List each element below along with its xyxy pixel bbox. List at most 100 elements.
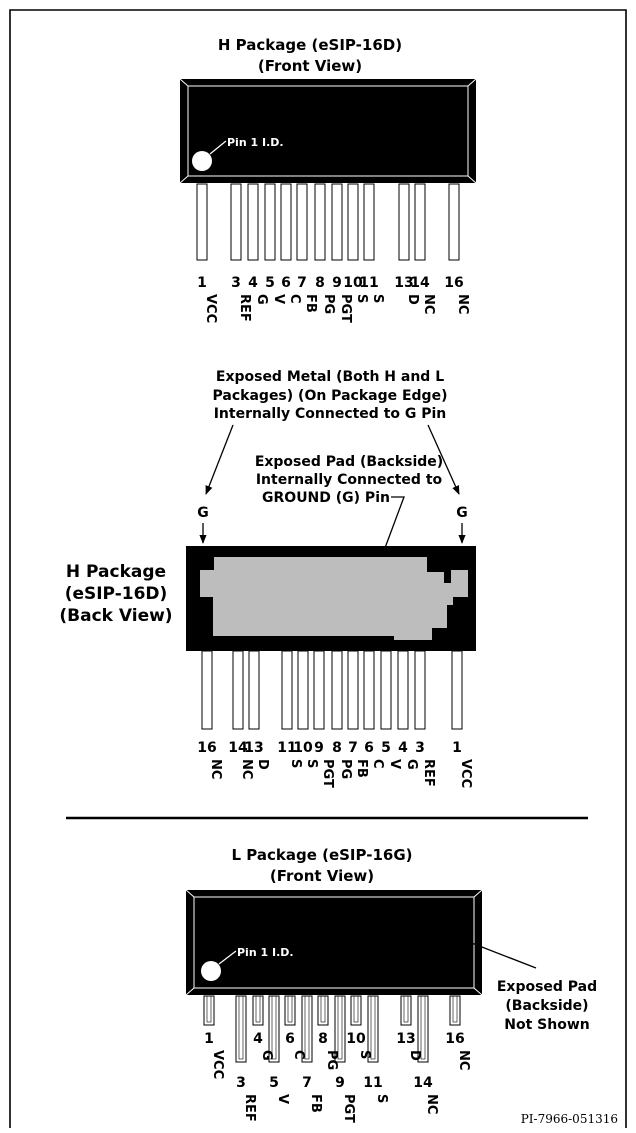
lead-inner-line (255, 995, 261, 1023)
pin-name-pg: PG (338, 759, 353, 779)
pin-number: 10 (293, 740, 313, 756)
lead-inner-line (320, 995, 326, 1023)
pin-name-nc: NC (456, 1050, 471, 1070)
pin-name-pgt: PGT (338, 294, 353, 323)
pin-number: 7 (348, 740, 358, 756)
pin-number: 3 (236, 1075, 246, 1091)
l-package-front: L Package (eSIP-16G) (Front View) Pin 1 … (185, 846, 597, 1123)
g-label-left: G (197, 505, 209, 521)
exposed-pad (200, 557, 468, 640)
pin-number: 3 (231, 275, 241, 291)
l-front-bevel-corners (185, 889, 483, 996)
exposed-metal-note-line3: Internally Connected to G Pin (214, 406, 447, 422)
pin-number: 5 (381, 740, 391, 756)
exposed-metal-note-line2: Packages) (On Package Edge) (213, 388, 448, 404)
pin-number: 4 (248, 275, 258, 291)
lead-pin-13 (248, 650, 260, 730)
pin-name-v: V (275, 1094, 290, 1104)
pin-name-vcc: VCC (203, 294, 218, 323)
pin-name-v: V (271, 294, 286, 304)
pin-number: 1 (452, 740, 462, 756)
h-front-package-bevel (187, 85, 469, 177)
lead-pin-13 (400, 995, 412, 1026)
lead-inner-line (238, 995, 244, 1060)
pin-number: 13 (396, 1031, 415, 1047)
lead-pin-11 (363, 183, 375, 261)
pin-number: 14 (228, 740, 248, 756)
lead-pin-14 (414, 183, 426, 261)
pin-number: 10 (343, 275, 363, 291)
pin-name-s: S (288, 759, 303, 768)
lead-pin-9 (331, 183, 343, 261)
pin-number: 1 (197, 275, 207, 291)
lead-inner-line (370, 995, 376, 1060)
lead-inner-line (420, 995, 426, 1060)
lead-pin-16 (448, 183, 460, 261)
pin-number: 10 (346, 1031, 366, 1047)
h-back-side-title-line2: (eSIP-16D) (65, 584, 168, 604)
lead-pin-11 (281, 650, 293, 730)
metal-arrow-left (205, 424, 234, 495)
pin-number: 11 (359, 275, 378, 291)
lead-pin-7 (347, 650, 359, 730)
lead-pin-1 (203, 995, 215, 1026)
l-front-pin1-leader (218, 950, 237, 965)
pin-number: 5 (265, 275, 275, 291)
pin-number: 13 (394, 275, 413, 291)
lead-pin-16 (201, 650, 213, 730)
l-front-package-bevel (193, 896, 475, 989)
pin-number: 11 (363, 1075, 382, 1091)
h-front-pin1-label: Pin 1 I.D. (227, 136, 284, 149)
pin-number: 16 (197, 740, 216, 756)
pin-number: 4 (253, 1031, 263, 1047)
pin-number: 7 (302, 1075, 312, 1091)
lead-pin-4 (247, 183, 259, 261)
pin-name-g: G (259, 1050, 274, 1061)
metal-arrow-right (427, 424, 460, 495)
lead-pin-16 (449, 995, 461, 1026)
pin-name-pg: PG (324, 1050, 339, 1070)
l-front-title: L Package (eSIP-16G) (231, 846, 412, 864)
pin-number: 9 (314, 740, 324, 756)
pin-name-ref: REF (421, 759, 436, 787)
lead-pin-9 (313, 650, 325, 730)
l-front-leads (203, 995, 461, 1063)
l-pad-arrow (450, 934, 537, 969)
h-back-leads (201, 650, 463, 730)
pin-name-d: D (405, 294, 420, 305)
lead-inner-line (304, 995, 310, 1060)
l-front-subtitle: (Front View) (270, 867, 374, 885)
lead-pin-6 (284, 995, 296, 1026)
pin-name-pgt: PGT (341, 1094, 356, 1123)
lead-pin-14 (232, 650, 244, 730)
pin-name-fb: FB (354, 759, 369, 778)
pin-number: 6 (281, 275, 291, 291)
pin-name-d: D (407, 1050, 422, 1061)
lead-pin-10 (347, 183, 359, 261)
l-front-pin1-dot (201, 961, 221, 981)
pin-number: 16 (444, 275, 463, 291)
lead-pin-5 (380, 650, 392, 730)
pin-name-fb: FB (303, 294, 318, 313)
pin-name-s: S (370, 294, 385, 303)
pin-number: 1 (204, 1031, 214, 1047)
h-front-bevel-corners (179, 78, 477, 184)
lead-pin-4 (252, 995, 264, 1026)
l-front-pin1-label: Pin 1 I.D. (237, 946, 294, 959)
exposed-pad-note-line2: Internally Connected to (256, 472, 443, 488)
exposed-pad-note-line3: GROUND (G) Pin (262, 490, 390, 506)
lead-pin-6 (280, 183, 292, 261)
lead-pin-13 (398, 183, 410, 261)
lead-pin-7 (296, 183, 308, 261)
h-back-side-title-line3: (Back View) (59, 606, 172, 626)
h-package-front: H Package (eSIP-16D) (Front View) Pin 1 … (179, 36, 477, 323)
figure-reference: PI-7966-051316 (521, 1112, 618, 1126)
pin-name-v: V (387, 759, 402, 769)
lead-pin-3 (414, 650, 426, 730)
